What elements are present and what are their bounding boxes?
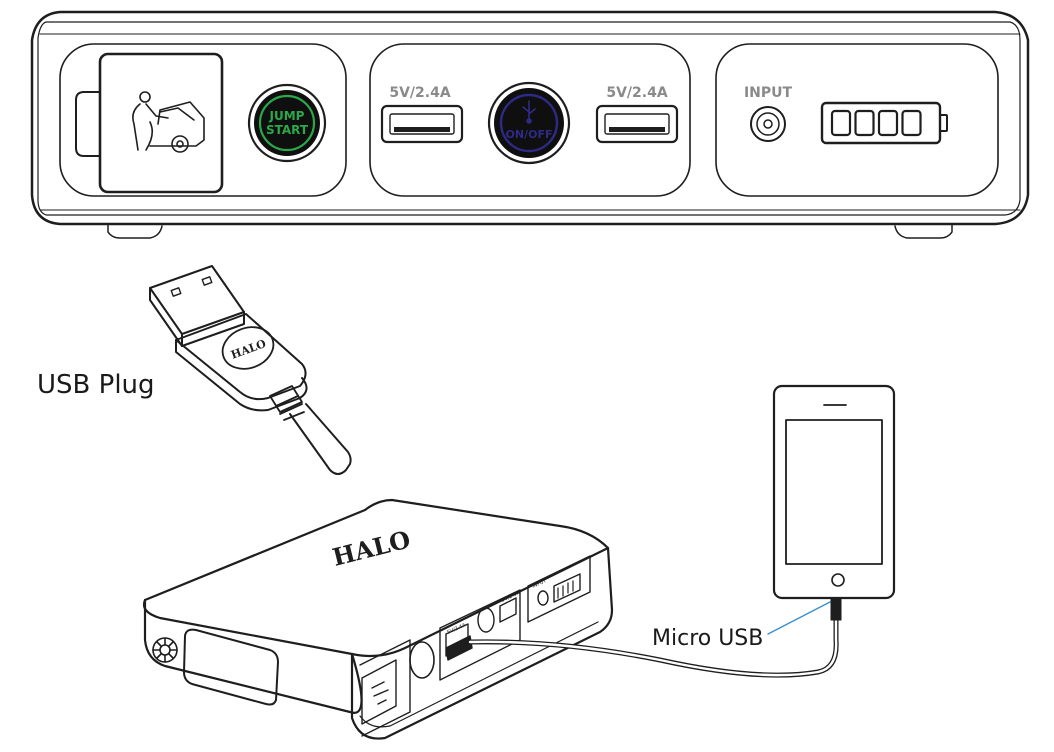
battery-level-indicator [820,101,948,145]
clamp-port-hinge [75,91,101,157]
usb-section-frame [369,43,691,197]
jump-starter-front-panel: JUMP START 5V/2.4A ON/OFF 5V/2.4A [30,10,1030,239]
device-left-side [143,598,363,714]
usb-plug: HALO [149,265,352,475]
left-foot [107,223,163,239]
clamp-port-cover [98,52,224,194]
side-vent [152,637,178,663]
mini-clamp-cover [361,659,397,725]
power-button-label: ON/OFF [506,128,553,141]
usb-port-left[interactable] [380,104,464,144]
jump-start-button[interactable]: JUMP START [247,83,327,163]
micro-usb-leader-line [767,601,831,635]
usb-plug-logo: HALO [229,337,268,362]
battery-segment [901,109,922,137]
phone-body [772,384,896,600]
battery-segment [830,109,852,137]
usb-port-right-label: 5V/2.4A [606,85,667,101]
usb-plug-cable [289,403,352,475]
usb-port-left-label: 5V/2.4A [389,85,450,101]
micro-usb-connector [830,597,842,621]
jump-button-label-line2: START [266,123,309,137]
mini-input-label: INPUT [531,578,548,590]
usb-symbol-icon [522,100,536,124]
usb-plug-caption: USB Plug [37,370,155,400]
device-brand-logo: HALO [329,525,413,572]
device-front-side [350,546,614,740]
usb-plug-strain-relief [269,385,305,421]
jump-starter-device: HALO 5V/2.4A 5V/2.4A INPUT [142,498,614,740]
usb-port-right[interactable] [595,104,679,144]
jump-button-label-line1: JUMP [269,109,305,123]
input-section-frame [715,43,999,197]
usb-plug-metal-connector [149,265,245,347]
smartphone [772,384,896,621]
mini-jump-button [409,641,435,679]
power-button[interactable]: ON/OFF [487,81,571,165]
right-foot [894,223,953,239]
plugged-usb-connector [445,635,473,661]
mini-usb-label-2: 5V/2.4A [500,590,521,604]
battery-segment [877,109,899,137]
micro-usb-caption: Micro USB [652,626,763,651]
flashlight-window [183,628,279,706]
phone-home-button [831,573,845,587]
battery-segment [854,109,875,137]
dc-input-port[interactable] [750,106,786,142]
phone-screen [785,419,883,565]
input-label: INPUT [744,85,793,101]
jump-section-frame [59,43,347,197]
device-top-surface [142,498,610,658]
car-mechanic-icon [132,91,205,153]
